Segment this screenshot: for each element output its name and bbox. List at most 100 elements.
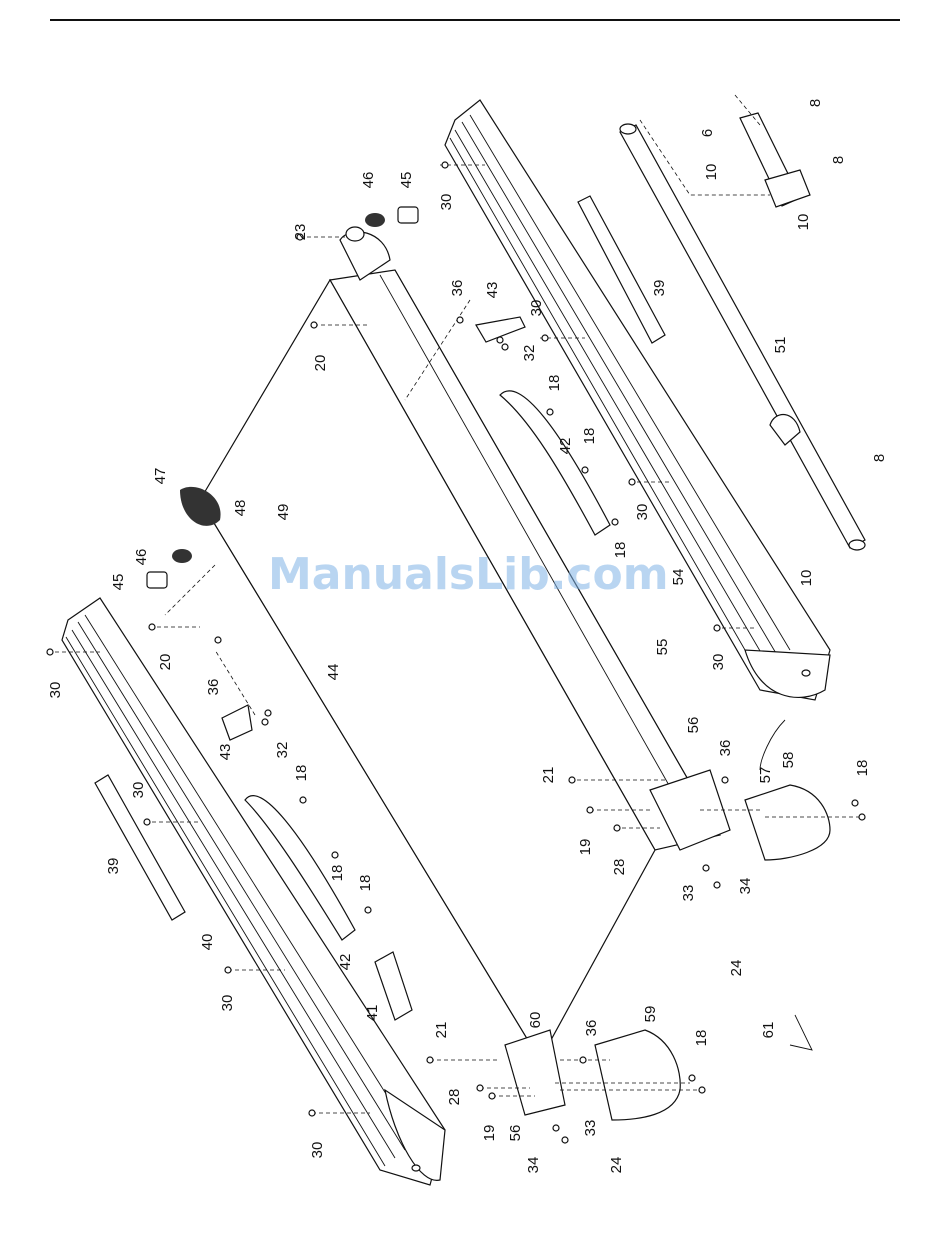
fastener	[582, 467, 588, 473]
part-callout-c55: 55	[654, 639, 671, 656]
part-callout-c33b: 33	[582, 1120, 599, 1137]
part-callout-c20b: 20	[157, 654, 174, 671]
bracket-43-lower	[222, 705, 252, 740]
part-callout-c24a: 24	[728, 960, 745, 977]
part-callout-c34a: 34	[737, 878, 754, 895]
part-callout-c18d: 18	[293, 765, 310, 782]
part-callout-c54: 54	[670, 569, 687, 586]
part-callout-c24b: 24	[608, 1157, 625, 1174]
part-callout-c18e: 18	[854, 760, 871, 777]
fastener	[477, 1085, 483, 1091]
part-callout-c56a: 56	[685, 717, 702, 734]
fastener	[722, 777, 728, 783]
part-callout-c58: 58	[780, 752, 797, 769]
watermark: ManualsLib.com	[268, 549, 669, 600]
part-callout-c10a: 10	[703, 164, 720, 181]
fastener	[689, 1075, 695, 1081]
part-callout-c30f: 30	[130, 782, 147, 799]
part-callout-c18f: 18	[329, 865, 346, 882]
fastener	[562, 1137, 568, 1143]
fastener	[502, 344, 508, 350]
part-callout-c43a: 43	[484, 282, 501, 299]
part-callout-c60: 60	[527, 1012, 544, 1029]
fastener	[542, 335, 548, 341]
part-callout-c18b: 18	[581, 428, 598, 445]
part-callout-c32b: 32	[274, 742, 291, 759]
fastener	[497, 337, 503, 343]
part-callout-c36b: 36	[205, 679, 222, 696]
fastener	[580, 1057, 586, 1063]
fastener	[852, 800, 858, 806]
pivot-bracket	[740, 113, 810, 207]
motor-hood-58	[745, 785, 830, 860]
part-callout-c18a: 18	[546, 375, 563, 392]
part-callout-c21b: 21	[433, 1022, 450, 1039]
part-callout-c8b: 8	[830, 156, 847, 164]
fastener	[332, 852, 338, 858]
part-callout-c51: 51	[772, 337, 789, 354]
fastener	[309, 1110, 315, 1116]
part-callout-c28a: 28	[611, 859, 628, 876]
part-callout-c19a: 19	[577, 839, 594, 856]
fastener	[442, 162, 448, 168]
part-callout-c42a: 42	[557, 438, 574, 455]
fastener	[703, 865, 709, 871]
part-callout-c41: 41	[364, 1005, 381, 1022]
part-callout-c20a: 20	[312, 355, 329, 372]
fastener	[149, 624, 155, 630]
fastener	[547, 409, 553, 415]
part-callout-c36c: 36	[717, 740, 734, 757]
part-callout-c42b: 42	[337, 954, 354, 971]
part-callout-c28b: 28	[446, 1089, 463, 1106]
part-callout-c48: 48	[232, 500, 249, 517]
part-callout-c36d: 36	[583, 1020, 600, 1037]
fastener	[144, 819, 150, 825]
part-callout-c45a: 45	[398, 172, 415, 189]
hex-key	[790, 1015, 812, 1050]
part-callout-c21a: 21	[540, 767, 557, 784]
fastener	[612, 519, 618, 525]
part-callout-c36a: 36	[449, 280, 466, 297]
fastener	[587, 807, 593, 813]
fastener	[300, 797, 306, 803]
motor-hood-59	[595, 1030, 680, 1120]
part-callout-c43b: 43	[217, 744, 234, 761]
part-callout-c49: 49	[275, 504, 292, 521]
part-callout-c6: 6	[699, 129, 716, 137]
part-callout-c44: 44	[325, 664, 342, 681]
fastener	[569, 777, 575, 783]
fastener	[629, 479, 635, 485]
part-callout-c39b: 39	[105, 858, 122, 875]
part-callout-c30c: 30	[634, 504, 651, 521]
part-callout-c45b: 45	[110, 574, 127, 591]
part-callout-c18g: 18	[357, 875, 374, 892]
fastener	[427, 1057, 433, 1063]
part-callout-c47: 47	[152, 468, 169, 485]
part-callout-c56b: 56	[507, 1125, 524, 1142]
fastener	[262, 719, 268, 725]
fastener	[714, 625, 720, 631]
part-callout-c61: 61	[760, 1022, 777, 1039]
part-callout-c10c: 10	[798, 570, 815, 587]
part-callout-c30g: 30	[219, 995, 236, 1012]
part-callout-c18h: 18	[693, 1030, 710, 1047]
part-callout-c34b: 34	[525, 1157, 542, 1174]
part-callout-c8a: 8	[807, 99, 824, 107]
fastener	[489, 1093, 495, 1099]
fastener	[714, 882, 720, 888]
part-callout-c30b: 30	[528, 300, 545, 317]
part-callout-c23: 23	[292, 224, 309, 241]
fastener	[457, 317, 463, 323]
fastener	[47, 649, 53, 655]
part-callout-c46a: 46	[360, 172, 377, 189]
fastener	[365, 907, 371, 913]
fastener	[225, 967, 231, 973]
part-callout-c46b: 46	[133, 549, 150, 566]
part-callout-c30h: 30	[309, 1142, 326, 1159]
part-callout-c19b: 19	[481, 1125, 498, 1142]
fastener	[215, 637, 221, 643]
part-callout-c32a: 32	[521, 345, 538, 362]
part-callout-c30a: 30	[438, 194, 455, 211]
fastener	[699, 1087, 705, 1093]
